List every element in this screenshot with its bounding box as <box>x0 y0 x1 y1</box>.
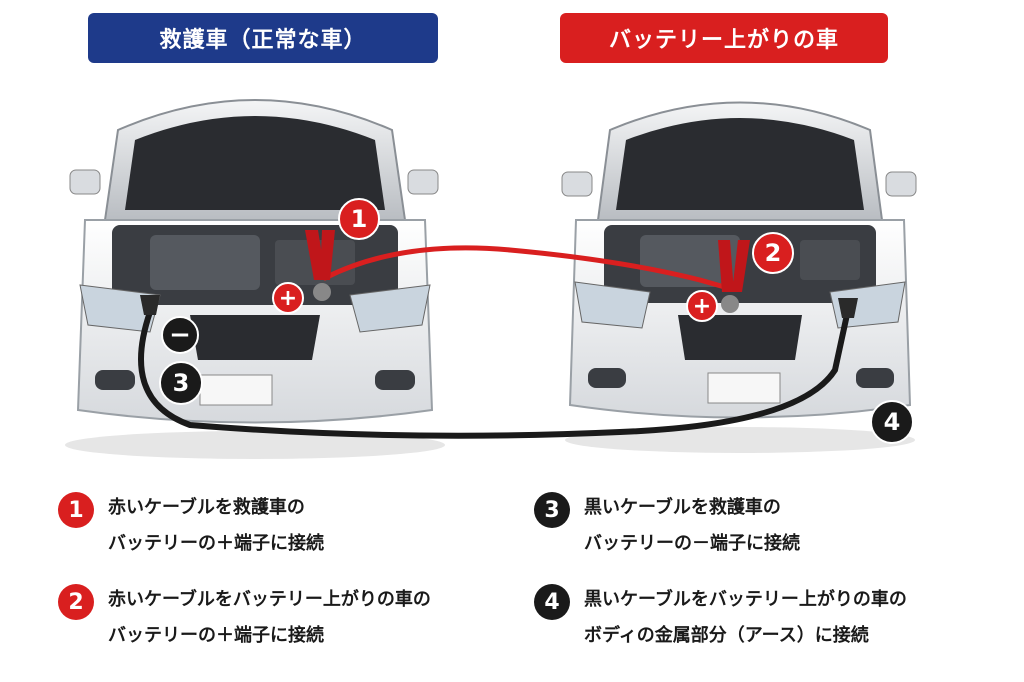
rescue-battery-terminal <box>313 283 331 301</box>
step-line: ボディの金属部分（アース）に接続 <box>584 625 869 646</box>
step-text: 黒いケーブルをバッテリー上がりの車の ボディの金属部分（アース）に接続 <box>584 582 907 654</box>
step-line: 赤いケーブルをバッテリー上がりの車の <box>108 589 431 610</box>
red-cable <box>322 245 731 291</box>
step-number: 4 <box>534 584 570 620</box>
rescue-car-header: 救護車（正常な車） <box>88 13 438 63</box>
black-cable <box>138 307 851 439</box>
step-line: 黒いケーブルを救護車の <box>584 497 781 518</box>
black-clamp-rescue <box>140 295 160 315</box>
step-2: 2 赤いケーブルをバッテリー上がりの車の バッテリーの＋端子に接続 <box>58 582 431 654</box>
dead-car-header: バッテリー上がりの車 <box>560 13 888 63</box>
rescue-car <box>65 99 445 459</box>
red-clamp-rescue <box>305 230 335 280</box>
step-line: 黒いケーブルをバッテリー上がりの車の <box>584 589 907 610</box>
marker-2: 2 <box>752 232 794 274</box>
step-number: 2 <box>58 584 94 620</box>
step-text: 赤いケーブルを救護車の バッテリーの＋端子に接続 <box>108 490 324 562</box>
plus-symbol-dead: + <box>686 290 718 322</box>
step-text: 赤いケーブルをバッテリー上がりの車の バッテリーの＋端子に接続 <box>108 582 431 654</box>
jumper-cable-diagram <box>65 99 917 459</box>
step-line: 赤いケーブルを救護車の <box>108 497 305 518</box>
step-3: 3 黒いケーブルを救護車の バッテリーの－端子に接続 <box>534 490 800 562</box>
step-number: 3 <box>534 492 570 528</box>
step-number: 1 <box>58 492 94 528</box>
black-clamp-dead <box>838 298 858 318</box>
step-text: 黒いケーブルを救護車の バッテリーの－端子に接続 <box>584 490 800 562</box>
plus-symbol-rescue: + <box>272 282 304 314</box>
step-1: 1 赤いケーブルを救護車の バッテリーの＋端子に接続 <box>58 490 324 562</box>
step-line: バッテリーの－端子に接続 <box>584 533 800 554</box>
step-line: バッテリーの＋端子に接続 <box>108 533 324 554</box>
marker-1: 1 <box>338 198 380 240</box>
marker-3: 3 <box>159 361 203 405</box>
marker-4: 4 <box>870 400 914 444</box>
minus-symbol-rescue: − <box>161 316 199 354</box>
step-line: バッテリーの＋端子に接続 <box>108 625 324 646</box>
dead-battery-terminal <box>721 295 739 313</box>
red-clamp-dead <box>718 240 750 292</box>
step-4: 4 黒いケーブルをバッテリー上がりの車の ボディの金属部分（アース）に接続 <box>534 582 907 654</box>
